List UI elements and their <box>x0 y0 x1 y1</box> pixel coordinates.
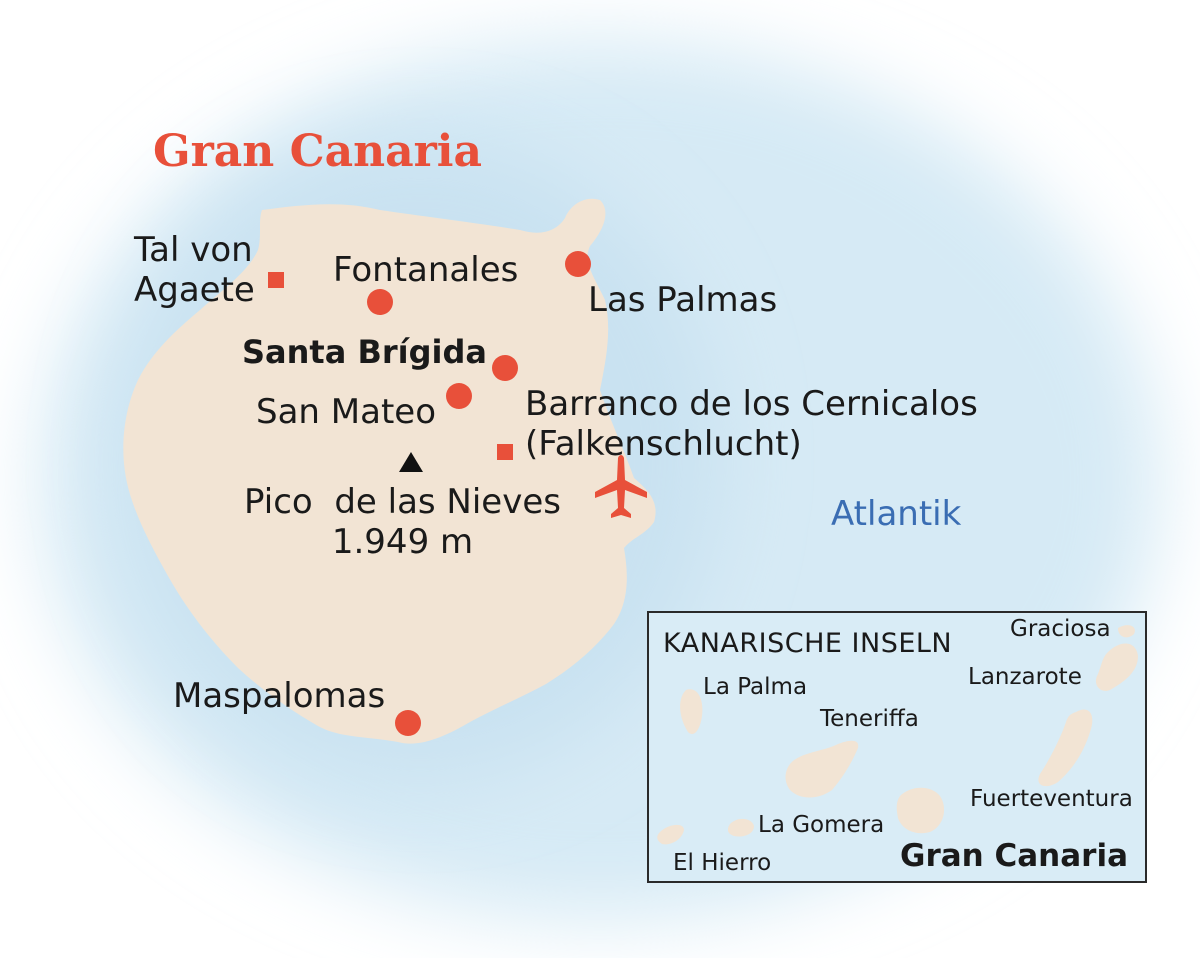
inset-island-el-hierro <box>657 824 684 845</box>
inset-island-fuerteventura <box>1038 709 1093 787</box>
label-barranco-de-los-cernicalos: Barranco de los Cernicalos (Falkenschluc… <box>525 384 978 465</box>
inset-island-la-gomera <box>727 818 754 837</box>
label-pico-de-las-nieves: Pico de las Nieves 1.949 m <box>244 482 561 563</box>
label-san-mateo: San Mateo <box>256 392 436 432</box>
marker-circle-fontanales <box>367 289 393 315</box>
inset-label-gran-canaria: Gran Canaria <box>900 838 1129 874</box>
marker-circle-santa-brigida <box>492 355 518 381</box>
marker-circle-las-palmas <box>565 251 591 277</box>
label-atlantik: Atlantik <box>831 494 962 534</box>
inset-island-graciosa <box>1118 625 1135 638</box>
peak-triangle-icon <box>399 452 423 472</box>
inset-label-la-palma: La Palma <box>703 674 808 700</box>
inset-label-lanzarote: Lanzarote <box>968 664 1082 690</box>
airplane-icon <box>595 455 647 518</box>
label-santa-brigida: Santa Brígida <box>242 333 487 371</box>
inset-label-graciosa: Graciosa <box>1010 616 1111 642</box>
gran-canaria-island <box>123 198 656 744</box>
marker-square-barranco <box>497 444 513 460</box>
inset-island-teneriffa <box>785 740 859 798</box>
marker-circle-maspalomas <box>395 710 421 736</box>
inset-label-la-gomera: La Gomera <box>758 812 885 838</box>
label-fontanales: Fontanales <box>333 250 519 290</box>
label-maspalomas: Maspalomas <box>173 676 386 716</box>
marker-square-tal-von-agaete <box>268 272 284 288</box>
label-las-palmas: Las Palmas <box>588 280 778 320</box>
inset-title: KANARISCHE INSELN <box>663 628 953 659</box>
inset-label-fuerteventura: Fuerteventura <box>970 786 1133 812</box>
inset-island-la-palma <box>680 689 703 735</box>
map-title: Gran Canaria <box>153 126 483 177</box>
marker-circle-san-mateo <box>446 383 472 409</box>
inset-island-lanzarote <box>1095 643 1138 691</box>
inset-label-teneriffa: Teneriffa <box>820 706 919 732</box>
label-tal-von-agaete: Tal von Agaete <box>134 230 255 311</box>
inset-label-el-hierro: El Hierro <box>673 850 772 876</box>
inset-island-gran-canaria <box>896 787 945 834</box>
